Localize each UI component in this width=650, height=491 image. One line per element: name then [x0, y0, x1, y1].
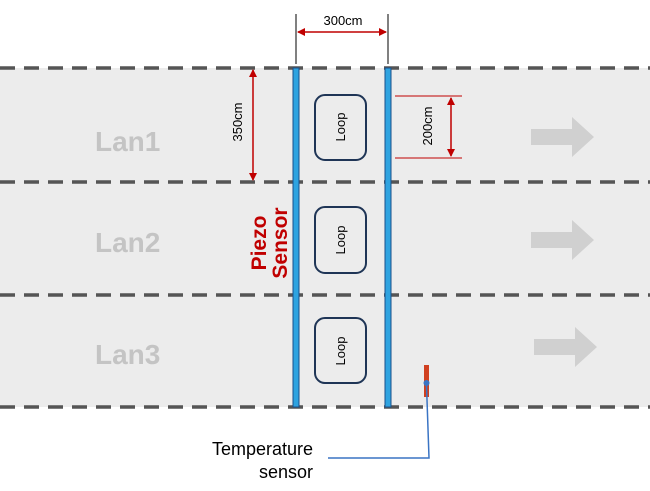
piezo-sensor-label-line-1: Piezo — [248, 216, 271, 271]
lane-label-2: Lan2 — [95, 227, 160, 258]
loop-lane-1 — [314, 94, 367, 161]
piezo-sensor-label-line-2: Sensor — [269, 207, 292, 278]
temperature-sensor-label-line-2: sensor — [259, 462, 313, 482]
piezo-strip-left — [292, 67, 300, 408]
loop-lane-2 — [314, 206, 367, 274]
loop-label-3: Loop — [333, 337, 348, 366]
loop-length-label: 200cm — [420, 106, 435, 145]
loop-label-1: Loop — [333, 113, 348, 142]
lane-label-3: Lan3 — [95, 339, 160, 370]
loop-lane-3 — [314, 317, 367, 384]
direction-arrow-lane-2 — [531, 220, 594, 260]
loop-label-2: Loop — [333, 226, 348, 255]
temperature-sensor-label-line-1: Temperature — [212, 439, 313, 459]
direction-arrow-lane-3 — [534, 327, 597, 367]
piezo-sensor-label: Piezo Sensor — [248, 207, 292, 278]
lane-width-label: 350cm — [230, 102, 245, 141]
temperature-sensor-wire — [328, 384, 430, 459]
piezo-strip-right — [384, 67, 392, 408]
lane-label-1: Lan1 — [95, 126, 160, 157]
temperature-sensor-tip — [423, 380, 430, 386]
sensor-spacing-label: 300cm — [323, 13, 362, 28]
direction-arrow-lane-1 — [531, 117, 594, 157]
